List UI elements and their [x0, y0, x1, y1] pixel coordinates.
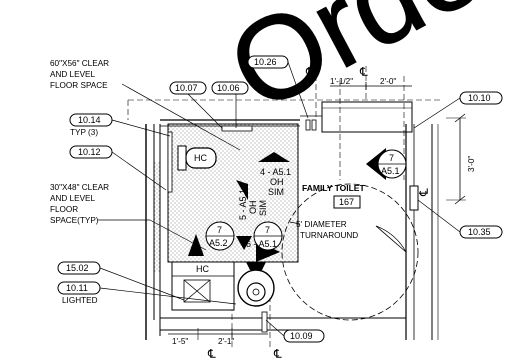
dim-top-a: 1'-1/2" [330, 77, 353, 86]
toilet-tank-top [177, 145, 187, 171]
note-typ3: TYP (3) [70, 128, 98, 137]
fixtures: HC HC [167, 119, 317, 333]
section-marker-3[interactable]: 7 [236, 221, 283, 262]
watermark: Orde [208, 0, 503, 137]
grab-bar-top [221, 125, 253, 132]
elev-6-label: 6 - A5.1 [246, 239, 277, 249]
wall-fixture-right [409, 185, 419, 211]
svg-text:10.09: 10.09 [290, 331, 313, 341]
tag-15-02[interactable]: 15.02 [57, 261, 185, 301]
left-wall-hatch [154, 162, 160, 272]
section-1-num: 7 [389, 153, 394, 163]
dim-top-b: 2'-0" [380, 77, 396, 86]
elev-4-label: 4 - A5.1 [260, 167, 291, 177]
svg-text:FLOOR SPACE: FLOOR SPACE [50, 81, 108, 90]
note-turnaround: 5' DIAMETER TURNAROUND [289, 220, 358, 240]
elev-4-sim: SIM [268, 187, 284, 197]
turnaround [281, 183, 419, 321]
elev-5-oh: OH [248, 201, 258, 215]
section-1-sheet: A5.1 [381, 166, 400, 176]
section-2-num: 7 [217, 225, 222, 235]
svg-text:10.14: 10.14 [78, 115, 101, 125]
tag-10-35[interactable]: 10.35 [417, 199, 503, 239]
dimensions: 1'-1/2" 2'-0" 3'-0" 1'-5" 2'-1" [172, 77, 476, 346]
centerline-right: ℄ [417, 188, 431, 197]
svg-text:SPACE(TYP): SPACE(TYP) [50, 216, 99, 225]
svg-text:10.06: 10.06 [217, 83, 240, 93]
tag-10-07[interactable]: 10.07 [169, 81, 223, 129]
elev-5-arrow [236, 180, 248, 200]
dim-bottom-b: 2'-1" [218, 337, 234, 346]
svg-text:10.10: 10.10 [468, 93, 491, 103]
section-marker-2[interactable]: 7 A5.2 [188, 221, 235, 256]
svg-text:10.26: 10.26 [254, 57, 277, 67]
svg-text:10.12: 10.12 [78, 147, 101, 157]
centerline-symbols: ℄ ℄ ℄ ℄ ℄ [207, 65, 431, 361]
svg-text:10.11: 10.11 [66, 283, 88, 293]
turnaround-circle [281, 183, 419, 321]
svg-text:AND LEVEL: AND LEVEL [50, 194, 95, 203]
grab-bar-left [167, 131, 173, 193]
svg-text:5' DIAMETER: 5' DIAMETER [296, 220, 347, 229]
room-label: FAMILY TOILET 167 [302, 183, 365, 209]
upper-room [321, 101, 413, 133]
svg-text:10.35: 10.35 [468, 227, 491, 237]
elev-4-arrow [258, 152, 290, 162]
walls [127, 66, 466, 348]
note-60x56: 60"X56" CLEAR AND LEVEL FLOOR SPACE [50, 59, 241, 151]
centerline-top-1: ℄ [305, 65, 314, 79]
dim-bottom-a: 1'-5" [172, 337, 188, 346]
elevation-markers: 4 - A5.1 OH SIM 5 - A5.1 OH SIM 6 - A5.1 [236, 152, 291, 249]
centerline-bottom-2: ℄ [273, 347, 282, 361]
svg-text:FLOOR: FLOOR [50, 205, 78, 214]
tag-10-06[interactable]: 10.06 [211, 81, 249, 128]
room-number: 167 [339, 197, 354, 207]
sink-backsplash [246, 262, 266, 270]
centerline-top-2: ℄ [359, 65, 368, 79]
door-swing [375, 225, 407, 253]
svg-text:15.02: 15.02 [66, 263, 89, 273]
hc-top-label: HC [194, 153, 207, 163]
elev-5-label: 5 - A5.1 [238, 189, 248, 220]
accessory-1 [261, 311, 268, 333]
svg-text:10.07: 10.07 [175, 83, 198, 93]
tag-10-14[interactable]: 10.14 [69, 113, 171, 137]
accessory-2 [305, 119, 311, 131]
sink-drain [252, 288, 260, 296]
svg-text:AND LEVEL: AND LEVEL [50, 70, 95, 79]
room-number-box [333, 195, 361, 209]
section-3-num: 7 [265, 225, 270, 235]
elev-4-oh: OH [270, 177, 284, 187]
room-name: FAMILY TOILET [302, 183, 365, 193]
note-lighted: LIGHTED [62, 296, 98, 305]
accessory-3 [311, 119, 317, 131]
tag-10-11[interactable]: 10.11 [57, 281, 237, 305]
elev-5-sim: SIM [258, 200, 268, 216]
svg-text:60"X56" CLEAR: 60"X56" CLEAR [50, 59, 109, 68]
watermark-text: Orde [209, 0, 503, 137]
section-marker-1[interactable]: 7 A5.1 [366, 148, 407, 180]
toilet-top [185, 147, 217, 169]
tag-10-12[interactable]: 10.12 [69, 145, 167, 191]
dim-right-v: 3'-0" [467, 156, 476, 172]
centerline-bottom-1: ℄ [207, 347, 216, 361]
tag-10-09[interactable]: 10.09 [265, 319, 325, 343]
hc-bottom-label: HC [196, 264, 209, 274]
svg-text:TURNAROUND: TURNAROUND [300, 231, 358, 240]
tag-10-10[interactable]: 10.10 [413, 91, 503, 129]
section-2-sheet: A5.2 [209, 238, 228, 248]
svg-text:30"X48" CLEAR: 30"X48" CLEAR [50, 183, 109, 192]
note-30x48: 30"X48" CLEAR AND LEVEL FLOOR SPACE(TYP) [50, 183, 207, 251]
tag-10-26[interactable]: 10.26 [247, 55, 309, 119]
